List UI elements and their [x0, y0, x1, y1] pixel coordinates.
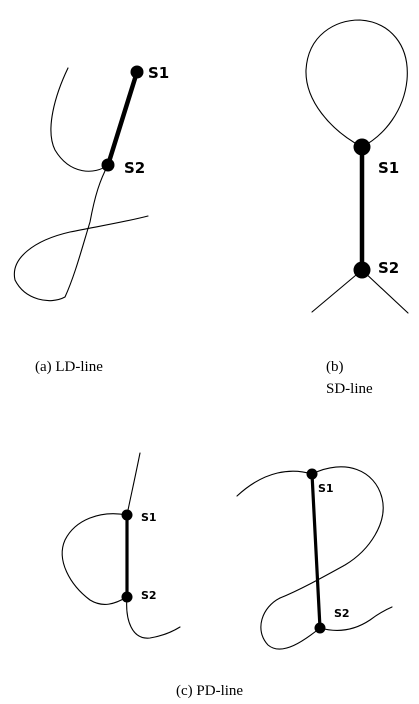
panel-c-right: S1 S2 — [236, 466, 393, 650]
panel-a-node-s2 — [101, 158, 115, 172]
panel-b-loop — [305, 19, 408, 148]
panel-b-s1-label: S1 — [378, 159, 399, 177]
panel-b-node-s1 — [353, 138, 371, 156]
panel-c-right-s2-label: S2 — [334, 607, 350, 620]
panel-c-left-node-s2 — [121, 591, 133, 603]
panel-a-stroke — [13, 67, 149, 302]
panel-c-caption: (c) PD-line — [176, 683, 243, 699]
panel-a-node-s1 — [130, 65, 144, 79]
panel-c-right-node-s2 — [314, 622, 326, 634]
panel-b-leg-left — [311, 269, 363, 313]
panel-b: S1 S2 (b) SD-line — [305, 19, 409, 397]
panel-a-caption: (a) LD-line — [35, 359, 103, 375]
panel-b-caption-line2: SD-line — [326, 381, 373, 397]
panel-b-s2-label: S2 — [378, 259, 399, 277]
panel-c-left-loop — [61, 513, 128, 605]
panel-b-leg-right — [361, 269, 409, 314]
panel-c-left-top-stroke — [126, 452, 141, 516]
panel-c-right-lower-loop — [260, 597, 321, 650]
panel-a-s1-label: S1 — [148, 64, 169, 82]
panel-c-right-left-stroke — [236, 470, 313, 497]
panel-c-left-s2-label: S2 — [141, 589, 157, 602]
panel-b-caption-line1: (b) — [326, 359, 344, 375]
panel-c-right-node-s1 — [306, 468, 318, 480]
panel-c-left-s1-label: S1 — [141, 511, 157, 524]
panel-c-right-pd-line — [310, 472, 322, 630]
panel-c-left: S1 S2 — [61, 452, 181, 639]
panel-c-right-s1-label: S1 — [318, 482, 334, 495]
panel-a: S1 S2 (a) LD-line — [13, 64, 169, 375]
panel-c-right-upper-loop — [279, 466, 384, 599]
panel-c-left-tail — [126, 596, 181, 639]
panel-c-left-node-s1 — [121, 509, 133, 521]
panel-a-ld-line — [105, 69, 140, 168]
panel-c-right-tail — [319, 606, 393, 631]
panel-a-s2-label: S2 — [124, 159, 145, 177]
panel-b-node-s2 — [353, 261, 371, 279]
